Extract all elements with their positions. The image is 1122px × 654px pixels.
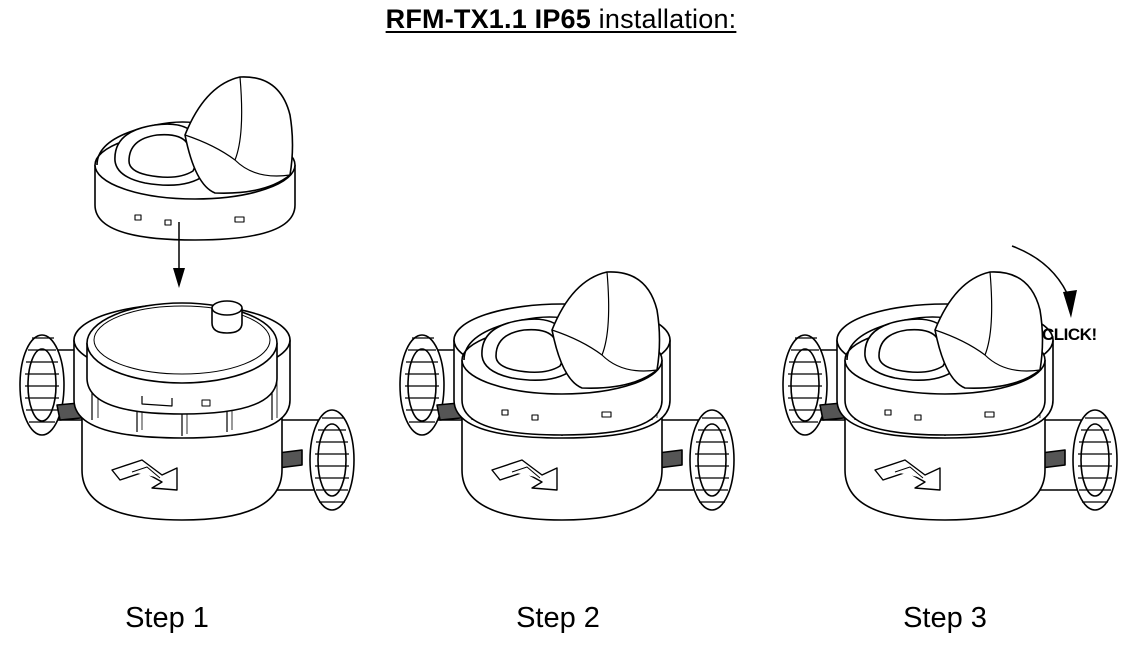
step3-figure [782,245,1118,521]
step2-figure [399,271,735,521]
step-1-label: Step 1 [125,602,209,634]
click-annotation: CLICK! [1042,325,1097,344]
step1-figure [19,76,355,521]
title-product: RFM-TX1.1 IP65 [385,4,591,34]
down-arrow-icon [173,222,185,288]
page-title: RFM-TX1.1 IP65 installation: [0,4,1122,35]
title-suffix: installation: [590,4,737,34]
rotate-arrow-icon [1011,245,1077,318]
step-3-label: Step 3 [903,602,987,634]
step-2-label: Step 2 [516,602,600,634]
